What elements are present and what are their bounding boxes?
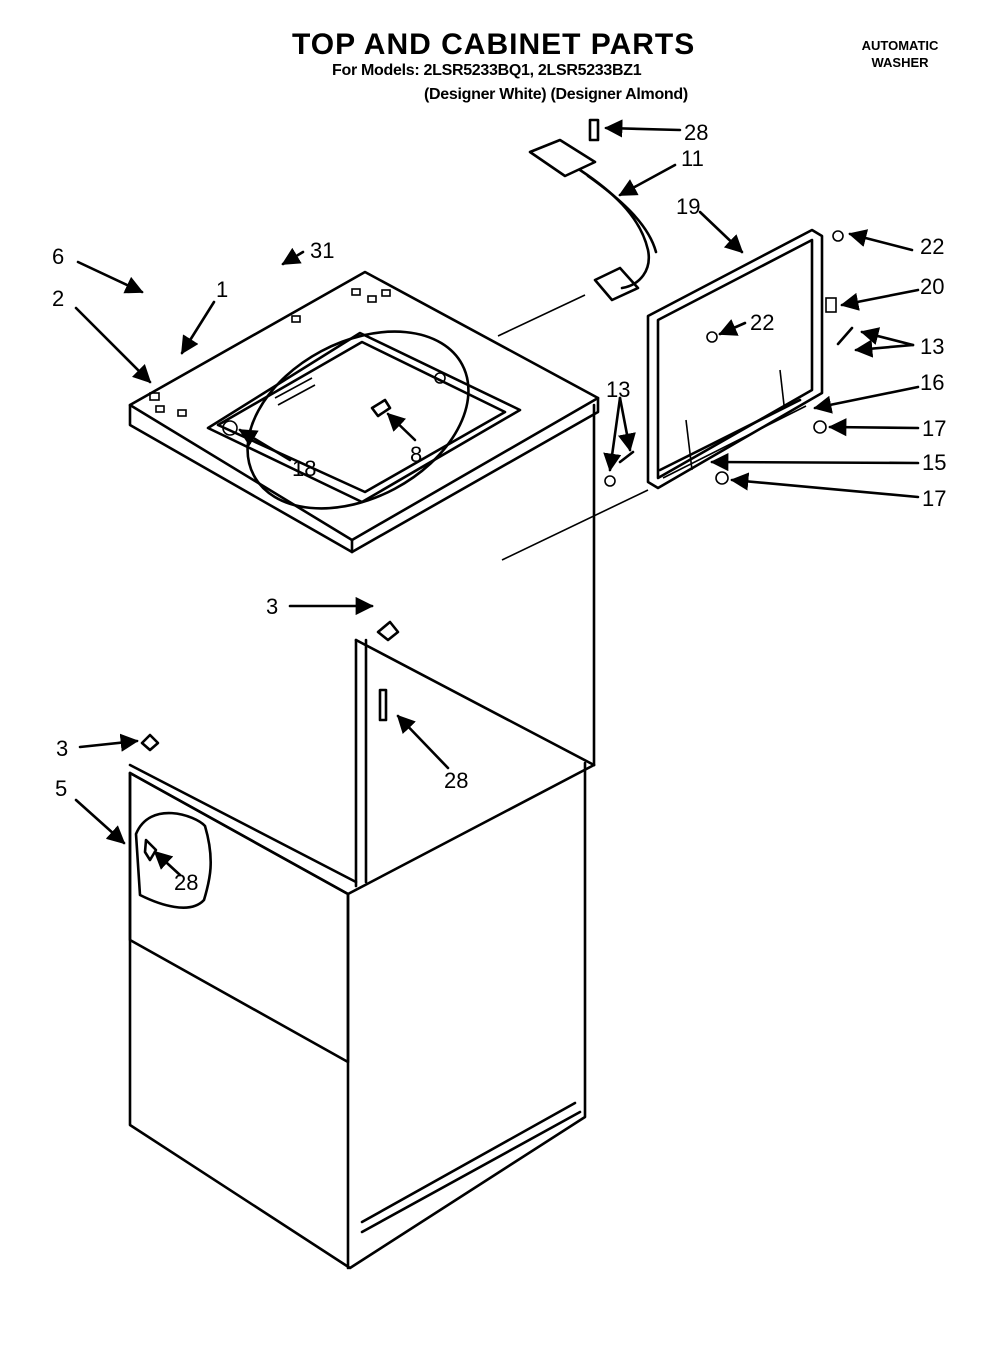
callout-labels: 28 11 19 22 20 22 13 16 17 15 17 13 6 31… — [52, 120, 946, 895]
callout-label: 8 — [410, 442, 422, 467]
callout-label: 28 — [684, 120, 708, 145]
callout-label: 19 — [676, 194, 700, 219]
callout-label: 28 — [444, 768, 468, 793]
models-line: For Models: 2LSR5233BQ1, 2LSR5233BZ1 — [332, 62, 642, 79]
product-type: AUTOMATIC WASHER — [845, 37, 955, 71]
callout-leaders — [74, 119, 920, 877]
callout-label: 28 — [174, 870, 198, 895]
callout-label: 2 — [52, 286, 64, 311]
lid-assembly — [501, 228, 854, 561]
lid-switch-harness — [528, 118, 658, 302]
callout-label: 22 — [920, 234, 944, 259]
callout-label: 3 — [56, 736, 68, 761]
callout-label: 18 — [292, 456, 316, 481]
callout-label: 17 — [922, 416, 946, 441]
washer-cabinet — [128, 403, 596, 1270]
callout-label: 3 — [266, 594, 278, 619]
product-line-1: AUTOMATIC — [861, 38, 939, 53]
callout-label: 13 — [920, 334, 944, 359]
callout-label: 22 — [750, 310, 774, 335]
callout-label: 31 — [310, 238, 334, 263]
callout-label: 6 — [52, 244, 64, 269]
callout-label: 13 — [606, 377, 630, 402]
callout-label: 1 — [216, 277, 228, 302]
callout-label: 17 — [922, 486, 946, 511]
callout-label: 11 — [681, 146, 704, 171]
callout-label: 20 — [920, 274, 944, 299]
variants-line: (Designer White) (Designer Almond) — [424, 86, 688, 103]
product-line-2: WASHER — [871, 55, 929, 70]
washer-top-panel — [128, 270, 600, 554]
callout-label: 16 — [920, 370, 944, 395]
callout-label: 15 — [922, 450, 946, 475]
callout-label: 5 — [55, 776, 67, 801]
